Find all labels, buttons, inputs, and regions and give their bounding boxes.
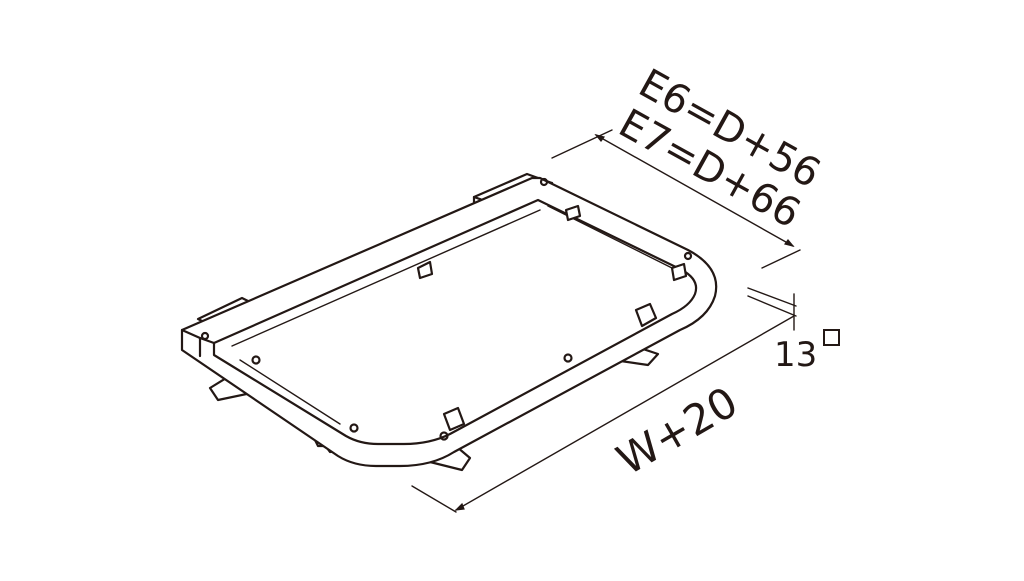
main-frame — [180, 176, 718, 468]
width-dimension — [411, 315, 795, 513]
square-outline-icon — [823, 329, 840, 346]
depth-dimension — [551, 129, 801, 269]
tube-size-label: 13 — [774, 335, 817, 375]
tube-dimension — [747, 287, 797, 331]
width-label: W+20 — [609, 377, 746, 485]
frame-clips — [416, 204, 688, 432]
